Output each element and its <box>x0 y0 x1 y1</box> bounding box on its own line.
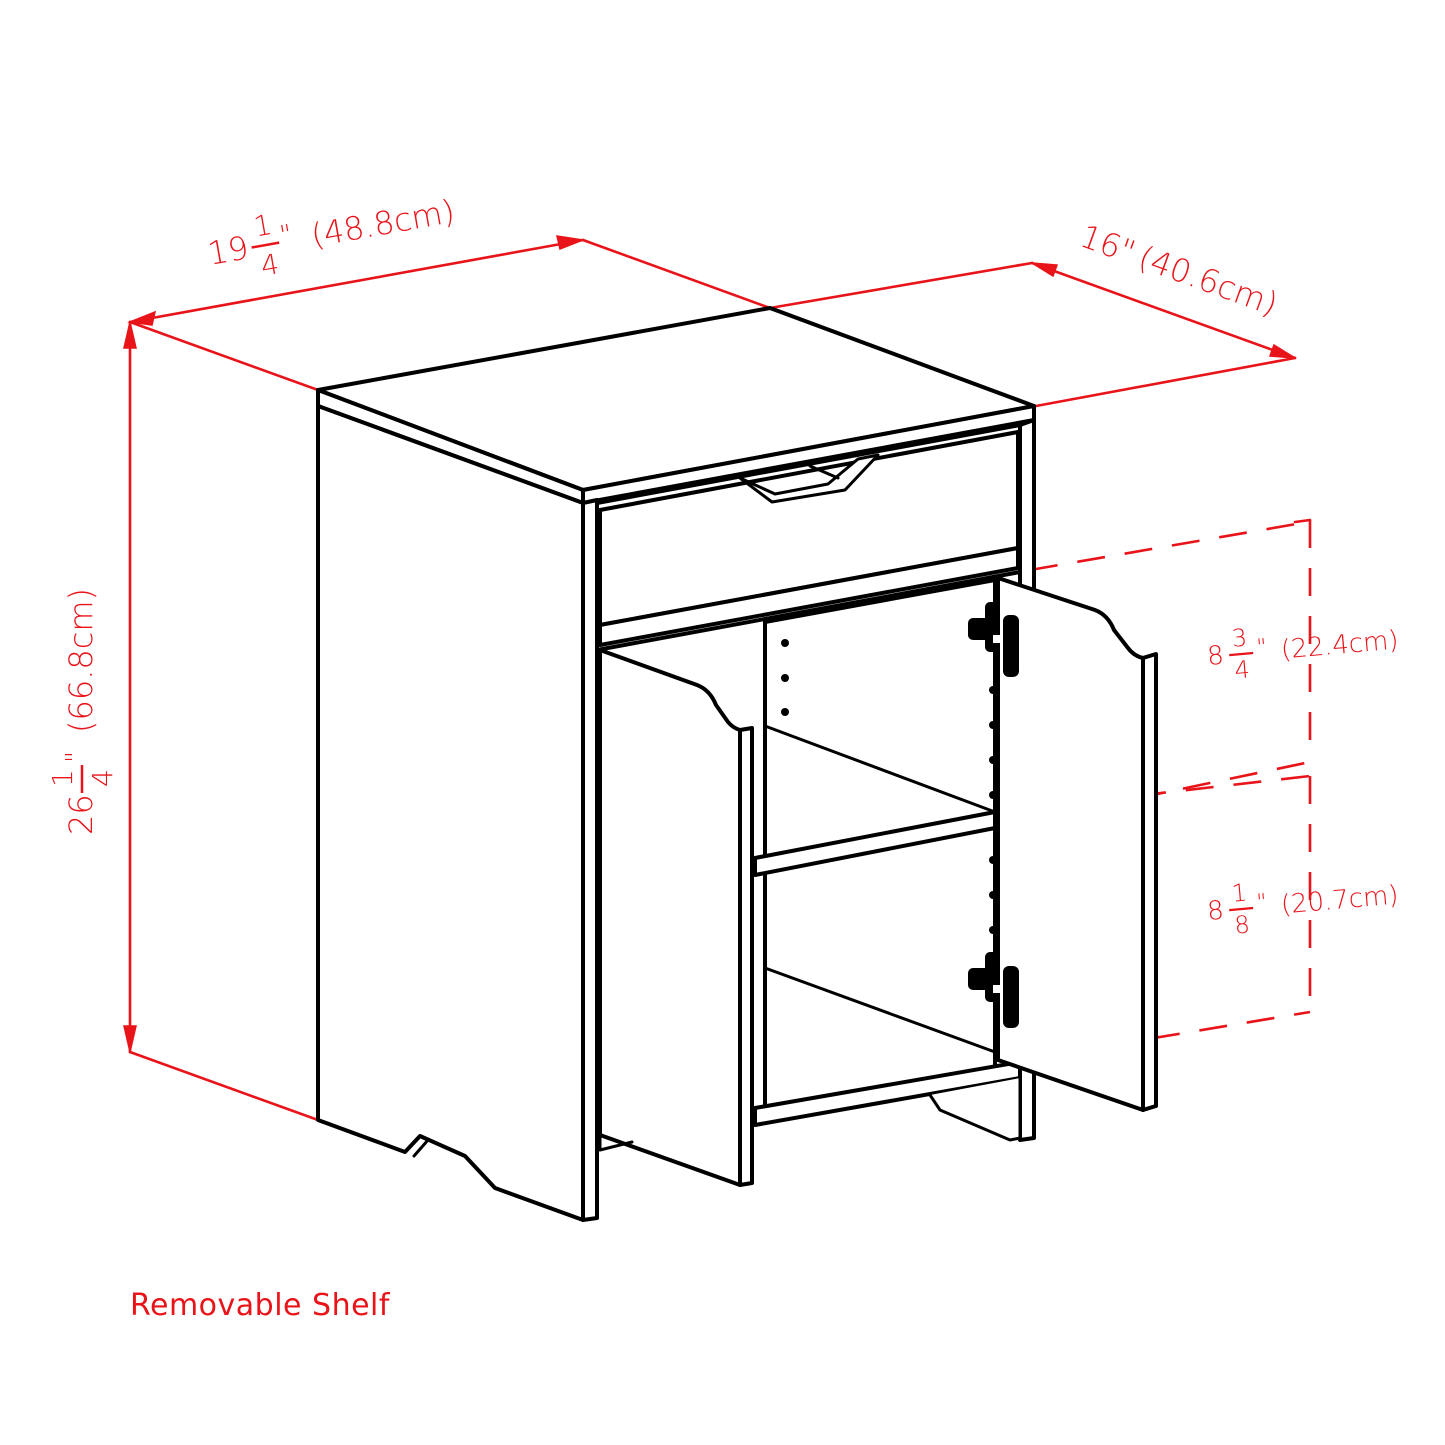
svg-text:8: 8 <box>1206 896 1225 927</box>
svg-text:8: 8 <box>1206 641 1225 672</box>
lower-compartment-label: 8 1 8 " (20.7cm) <box>1206 879 1400 940</box>
height-whole: 26 <box>62 794 100 835</box>
removable-shelf-caption: Removable Shelf <box>130 1288 390 1323</box>
height-den: 4 <box>86 769 119 787</box>
svg-text:": " <box>1256 890 1268 916</box>
svg-text:(20.7cm): (20.7cm) <box>1280 880 1400 920</box>
depth-dimension-label: 16" (40.6cm) <box>1075 217 1282 324</box>
svg-text:": " <box>61 751 91 763</box>
svg-text:(22.4cm): (22.4cm) <box>1280 625 1400 665</box>
width-whole: 19 <box>205 228 252 272</box>
hinge-icon <box>968 602 1019 677</box>
arrowhead-icon <box>123 1025 137 1053</box>
svg-text:": " <box>1256 635 1268 661</box>
svg-text:8: 8 <box>1233 910 1251 939</box>
left-side-panel <box>316 404 585 1222</box>
depth-metric: (40.6cm) <box>1134 238 1283 323</box>
arrowhead-icon <box>1031 262 1059 278</box>
cabinet-drawing <box>316 306 1158 1222</box>
height-dimension-label: 26 1 4 " (66.8cm) <box>46 588 119 835</box>
left-door[interactable] <box>598 648 742 1187</box>
width-num: 1 <box>251 208 274 244</box>
arrowhead-icon <box>1268 343 1296 359</box>
svg-text:": " <box>277 220 294 252</box>
depth-inches: 16" <box>1075 217 1140 272</box>
svg-text:1: 1 <box>1231 879 1249 908</box>
hinge-icon <box>968 952 1019 1028</box>
arrowhead-icon <box>556 235 586 251</box>
svg-text:3: 3 <box>1231 624 1249 653</box>
svg-text:4: 4 <box>1233 655 1251 684</box>
shelf-pin-holes <box>781 639 997 934</box>
width-metric: (48.8cm) <box>308 192 457 255</box>
drawer-handle[interactable] <box>738 453 880 504</box>
right-door[interactable] <box>996 576 1145 1112</box>
height-metric: (66.8cm) <box>62 588 100 733</box>
arrowhead-icon <box>123 321 137 349</box>
width-den: 4 <box>258 247 281 283</box>
arrowhead-icon <box>127 310 157 326</box>
removable-shelf[interactable] <box>753 810 997 877</box>
height-num: 1 <box>46 769 79 787</box>
width-dimension-label: 19 1 4 " (48.8cm) <box>205 192 458 283</box>
upper-compartment-label: 8 3 4 " (22.4cm) <box>1206 624 1400 685</box>
